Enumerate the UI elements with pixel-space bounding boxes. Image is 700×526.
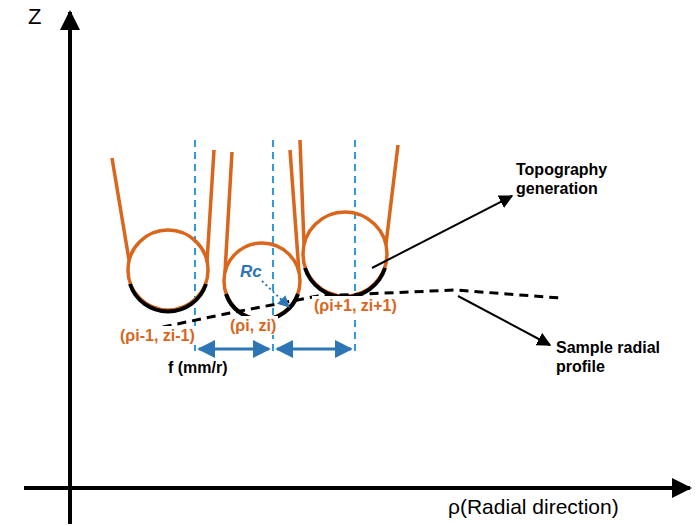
axis-label: ρ(Radial direction)	[448, 494, 619, 519]
feed-label: f (mm/r)	[168, 358, 228, 377]
tool-profiles	[112, 140, 398, 319]
leader-arrow	[372, 196, 512, 268]
axis-label: Z	[28, 4, 41, 30]
feed-arrows	[199, 348, 351, 351]
radius-label: Rc	[240, 262, 262, 282]
point-label: (ρi-1, zi-1)	[118, 326, 197, 345]
z-axis	[68, 12, 72, 524]
callout-label: Sample radial profile	[556, 338, 686, 376]
feed-guides	[195, 140, 355, 355]
sample-profile	[148, 290, 560, 330]
callout-label: Topography generation	[516, 160, 666, 198]
leader-arrow	[458, 296, 550, 345]
point-label: (ρi, zi)	[228, 316, 278, 335]
point-label: (ρi+1, zi+1)	[312, 296, 399, 315]
radial-axis	[24, 486, 690, 490]
radius-arrow	[262, 281, 289, 307]
